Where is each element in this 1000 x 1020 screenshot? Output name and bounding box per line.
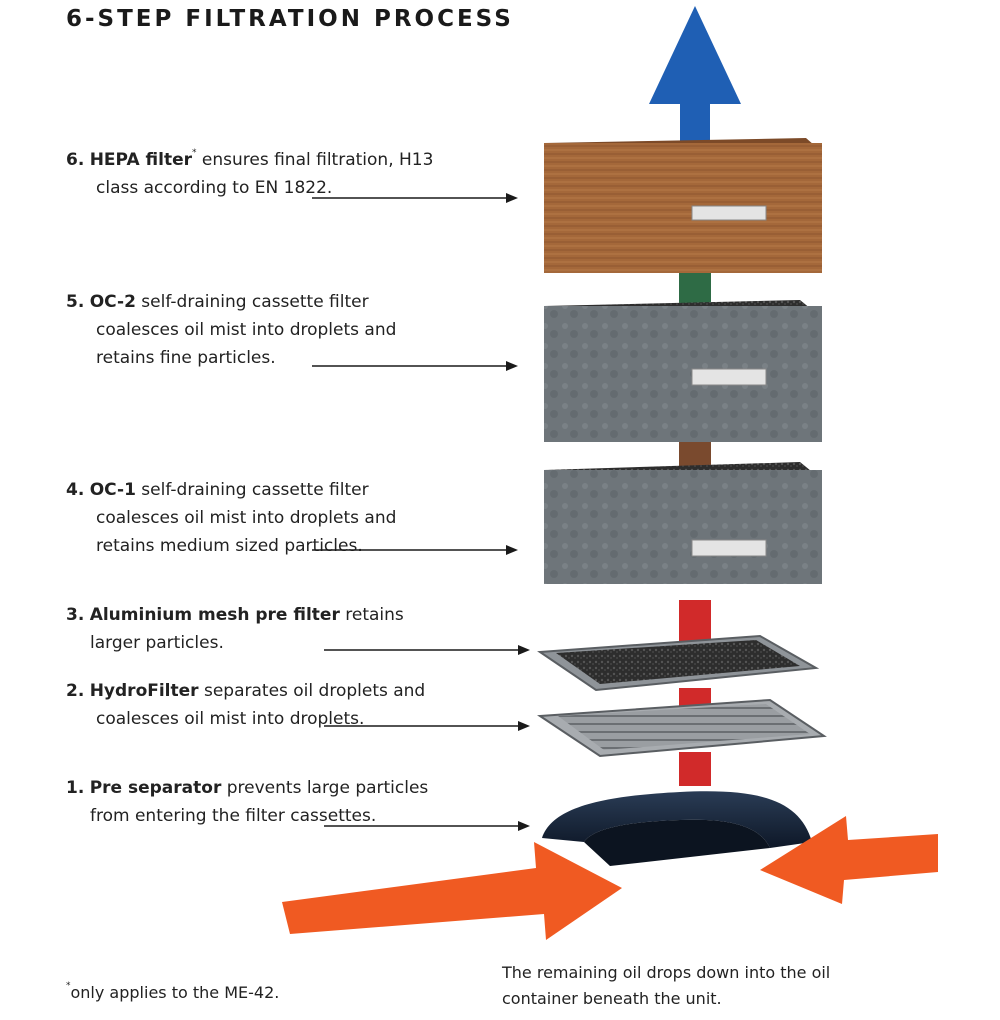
step-1-text-line2: from entering the filter cassettes. xyxy=(90,806,377,826)
step-3-number: 3. xyxy=(66,605,85,625)
step-4-number: 4. xyxy=(66,480,85,500)
clean-air-outflow-arrow xyxy=(649,6,741,162)
step-1-text: prevents large particles xyxy=(221,778,429,798)
oil-drain-note-line2: container beneath the unit. xyxy=(502,989,722,1008)
step-6-number: 6. xyxy=(66,150,85,170)
step-3-description: 3. Aluminium mesh pre filter retains lar… xyxy=(66,601,404,657)
step-6-text: ensures final filtration, H13 xyxy=(196,150,434,170)
oc-1-cassette xyxy=(544,462,822,584)
step-2-text-line2: coalesces oil mist into droplets. xyxy=(96,709,365,729)
step-1-description: 1. Pre separator prevents large particle… xyxy=(66,774,428,830)
oily-air-inflow-arrow-right xyxy=(760,816,938,904)
step-5-text: self-draining cassette filter xyxy=(135,292,369,312)
footnote: *only applies to the ME-42. xyxy=(66,980,279,1006)
step-3-text-line2: larger particles. xyxy=(90,633,224,653)
step-4-name: OC-1 xyxy=(89,480,136,500)
step-2-text: separates oil droplets and xyxy=(198,681,426,701)
step-3-name: Aluminium mesh pre filter xyxy=(89,605,340,625)
step-4-text: self-draining cassette filter xyxy=(135,480,369,500)
footnote-mark: * xyxy=(66,981,71,991)
step-3-text: retains xyxy=(339,605,404,625)
callout-arrow-step-1 xyxy=(324,821,530,831)
step-5-number: 5. xyxy=(66,292,85,312)
callout-arrow-step-6 xyxy=(312,193,518,203)
oily-air-inflow-arrow-left xyxy=(282,842,622,940)
step-4-description: 4. OC-1 self-draining cassette filter co… xyxy=(66,476,396,560)
step-6-name: HEPA filter xyxy=(89,150,192,170)
step-6-description: 6. HEPA filter* ensures final filtration… xyxy=(66,146,433,202)
step-2-description: 2. HydroFilter separates oil droplets an… xyxy=(66,677,425,733)
core-segment-red-lower xyxy=(679,752,711,786)
pre-separator-dome xyxy=(542,791,812,866)
step-1-number: 1. xyxy=(66,778,85,798)
hydrofilter-grille xyxy=(537,698,827,758)
page-title: 6-STEP FILTRATION PROCESS xyxy=(66,6,514,32)
aluminium-mesh-pre-filter xyxy=(537,634,820,692)
oil-drain-note: The remaining oil drops down into the oi… xyxy=(502,960,830,1012)
oil-drain-note-line1: The remaining oil drops down into the oi… xyxy=(502,963,831,982)
callout-arrow-step-3 xyxy=(324,645,530,655)
step-5-description: 5. OC-2 self-draining cassette filter co… xyxy=(66,288,396,372)
footnote-text: only applies to the ME-42. xyxy=(70,983,280,1002)
callout-arrow-step-4 xyxy=(312,545,518,555)
step-6-text-line2: class according to EN 1822. xyxy=(96,178,333,198)
step-5-name: OC-2 xyxy=(89,292,136,312)
callout-arrow-step-2 xyxy=(324,721,530,731)
step-6-mark: * xyxy=(192,148,197,158)
step-1-name: Pre separator xyxy=(89,778,222,798)
callout-arrows xyxy=(312,193,530,831)
oc-2-cassette xyxy=(544,300,822,442)
step-5-text-line2: coalesces oil mist into droplets and xyxy=(96,320,397,340)
step-5-text-line3: retains fine particles. xyxy=(96,348,276,368)
step-2-number: 2. xyxy=(66,681,85,701)
hepa-filter-box xyxy=(544,138,822,273)
step-4-text-line2: coalesces oil mist into droplets and xyxy=(96,508,397,528)
callout-arrow-step-5 xyxy=(312,361,518,371)
step-2-name: HydroFilter xyxy=(89,681,199,701)
step-4-text-line3: retains medium sized particles. xyxy=(96,536,363,556)
